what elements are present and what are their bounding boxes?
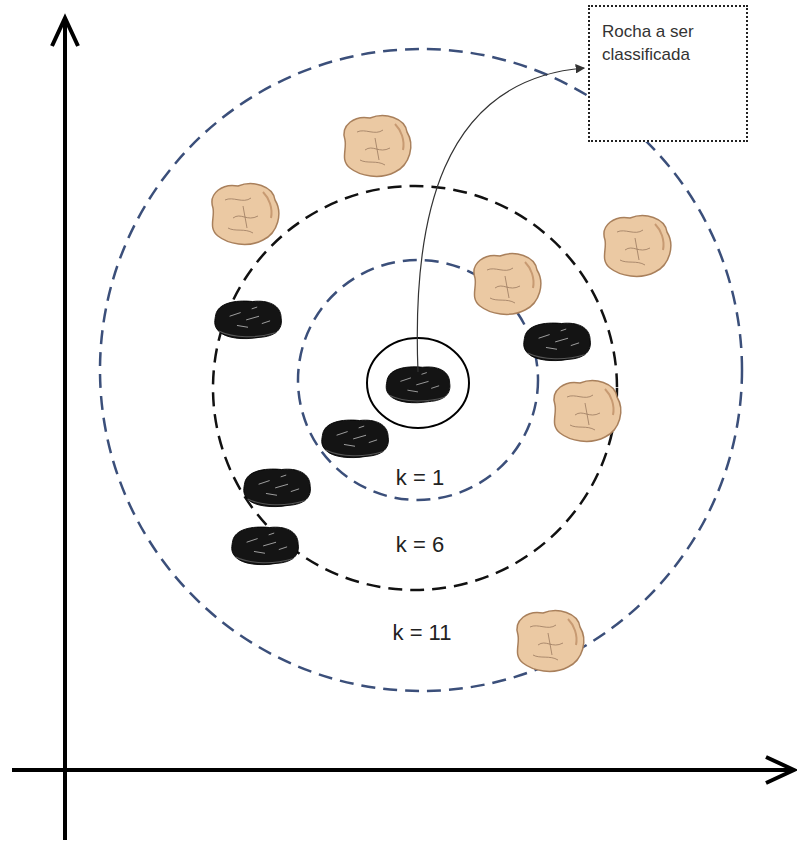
k11-circle: [100, 49, 742, 691]
leader-line: [417, 68, 584, 372]
k-label: k = 6: [394, 532, 446, 558]
black-rock: [244, 469, 311, 507]
y-axis-arrow: [52, 18, 78, 46]
y-axis: [63, 22, 67, 840]
k-label: k = 1: [394, 465, 446, 491]
black-rock: [322, 420, 389, 458]
x-axis-arrow: [766, 757, 794, 783]
x-axis: [12, 768, 790, 772]
black-rock: [524, 323, 591, 361]
tan-rock: [212, 184, 279, 245]
tan-rock: [604, 216, 671, 277]
tan-rock: [474, 254, 541, 315]
callout-text: Rocha a ser classificada: [602, 21, 734, 67]
k6-circle: [213, 186, 617, 590]
black-rock: [215, 301, 282, 339]
black-rock: [232, 527, 299, 565]
k-label: k = 11: [391, 620, 454, 646]
black-rock-query: [386, 367, 450, 403]
tan-rock: [344, 116, 411, 177]
tan-rock: [517, 611, 584, 672]
tan-rock: [554, 381, 621, 442]
callout-box: Rocha a ser classificada: [588, 5, 748, 142]
